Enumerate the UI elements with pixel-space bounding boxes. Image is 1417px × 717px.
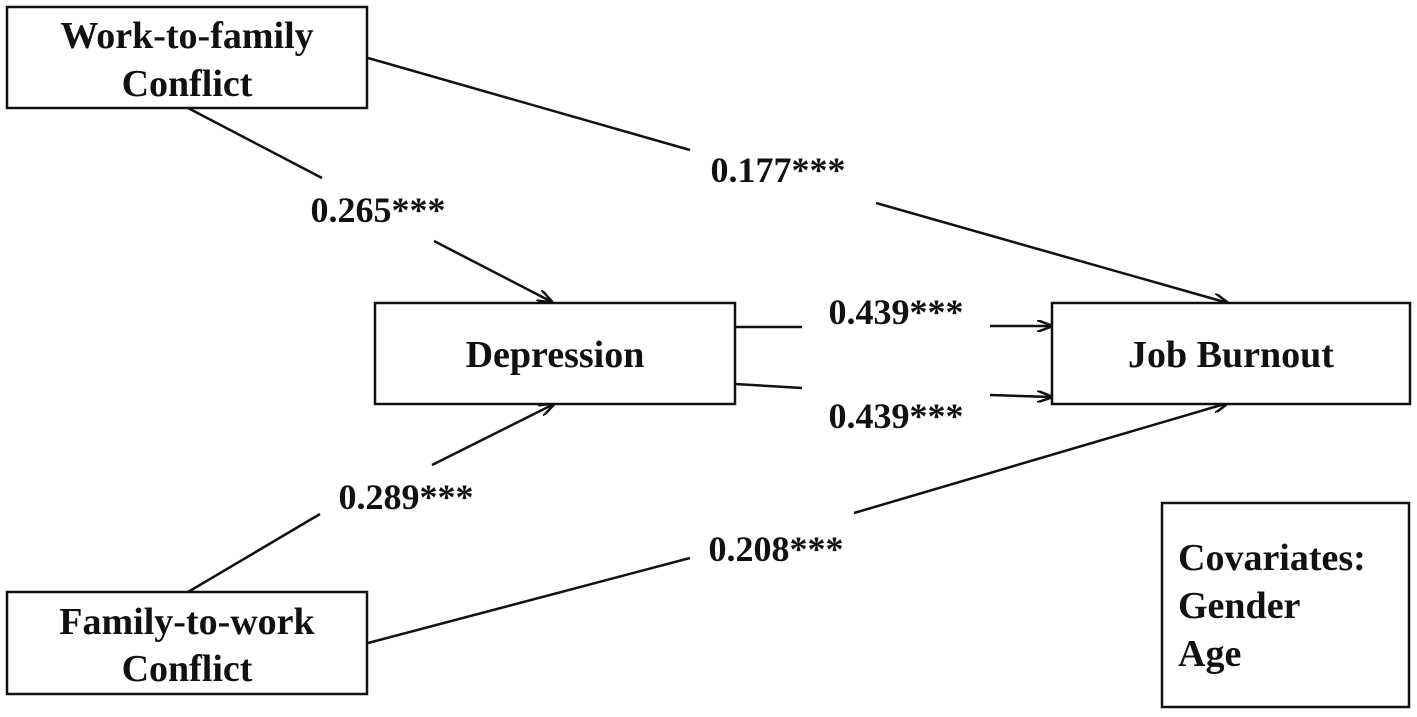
coef-wfc-to-depression: 0.265***: [311, 190, 446, 230]
covariates-title: Covariates:: [1178, 537, 1366, 579]
node-covariates: Covariates: Gender Age: [1160, 501, 1411, 709]
node-family-to-work-line2: Conflict: [122, 648, 253, 690]
node-depression: Depression: [373, 301, 737, 406]
node-work-to-family-line2: Conflict: [122, 63, 253, 105]
node-depression-label: Depression: [466, 334, 645, 376]
node-job-burnout: Job Burnout: [1050, 301, 1412, 406]
coef-ffc-to-depression: 0.289***: [339, 477, 474, 517]
node-family-to-work-conflict: Family-to-work Conflict: [5, 590, 369, 696]
coef-ffc-to-burnout: 0.208***: [709, 529, 844, 569]
node-work-to-family-line1: Work-to-family: [60, 15, 313, 57]
node-family-to-work-line1: Family-to-work: [59, 601, 315, 643]
coef-depression-to-burnout-1: 0.439***: [829, 292, 964, 332]
edge-wfc-to-depression: [187, 106, 552, 302]
edge-depression-to-burnout-2: [734, 382, 1052, 397]
edge-depression-to-burnout-1: [735, 326, 1052, 327]
node-job-burnout-label: Job Burnout: [1128, 334, 1334, 376]
edge-ffc-to-depression: [187, 404, 554, 594]
node-work-to-family-conflict: Work-to-family Conflict: [5, 5, 369, 110]
edge-ffc-to-burnout: [367, 403, 1228, 645]
coef-wfc-to-burnout: 0.177***: [711, 150, 846, 190]
covariate-item-gender: Gender: [1178, 585, 1301, 627]
covariate-item-age: Age: [1178, 633, 1241, 675]
coef-depression-to-burnout-2: 0.439***: [829, 396, 964, 436]
edge-wfc-to-burnout: [367, 56, 1228, 303]
